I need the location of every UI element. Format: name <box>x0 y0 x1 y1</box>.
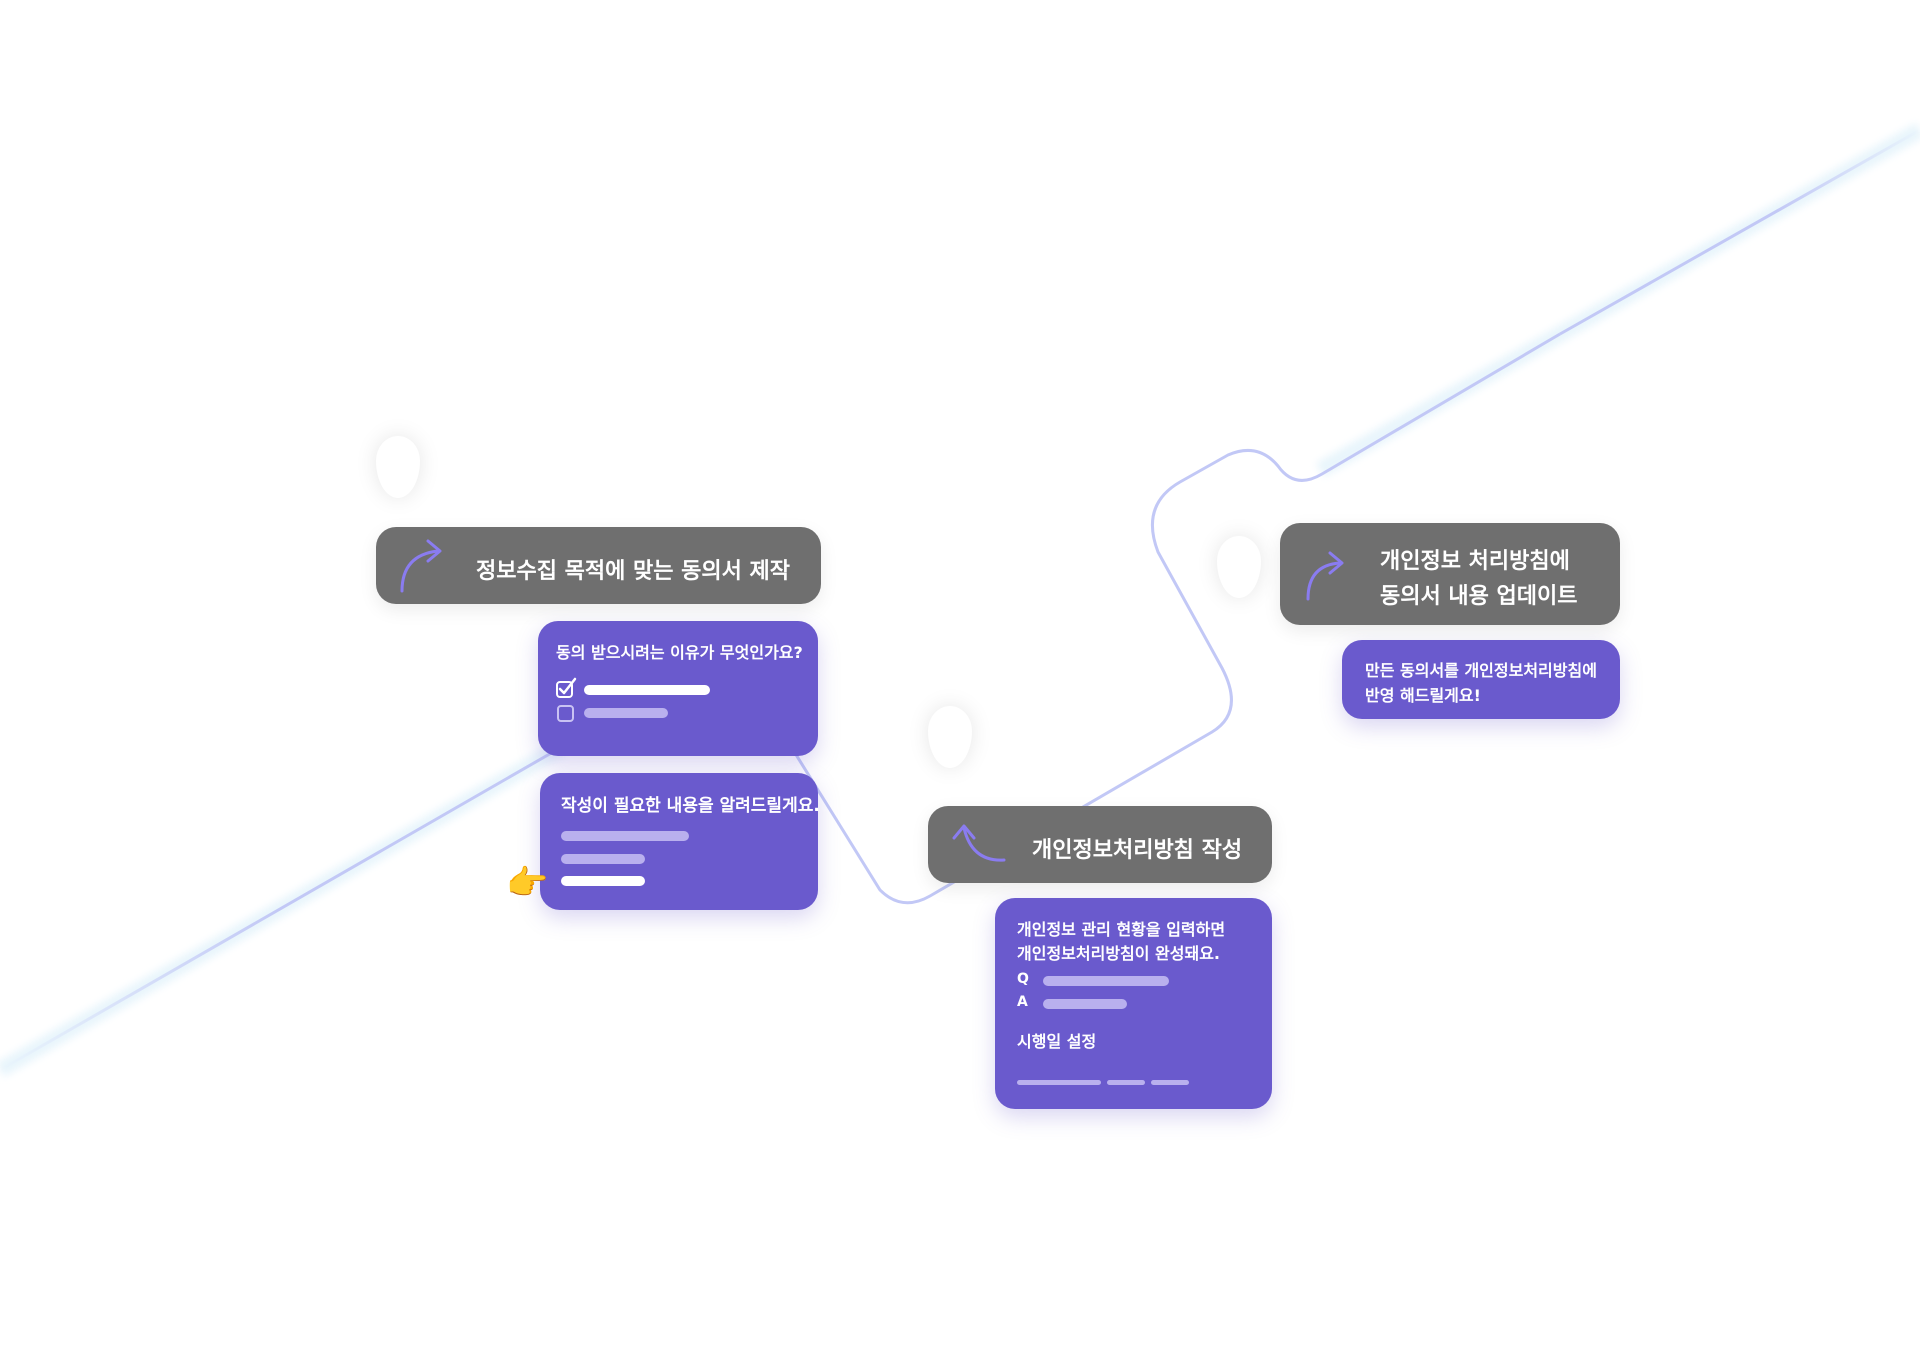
policy-card-line1: 개인정보 관리 현황을 입력하면 <box>1017 920 1226 939</box>
curved-arrow-icon <box>1306 551 1344 601</box>
consent-guide-card: 작성이 필요한 내용을 알려드릴게요. <box>540 773 820 910</box>
update-card-line2: 반영 해드릴게요! <box>1365 686 1481 705</box>
consent-question-card: 동의 받으시려는 이유가 무엇인가요? <box>538 621 818 756</box>
curved-arrow-icon <box>952 824 1006 862</box>
map-pin-marker <box>1217 536 1261 598</box>
step-update-title-line2: 동의서 내용 업데이트 <box>1380 584 1578 609</box>
question-bar <box>1043 976 1169 986</box>
content-bar <box>561 854 645 864</box>
consent-guide-text: 작성이 필요한 내용을 알려드릴게요. <box>561 796 820 816</box>
curved-arrow-icon <box>400 539 442 593</box>
consent-question-text: 동의 받으시려는 이유가 무엇인가요? <box>556 643 803 662</box>
date-bar <box>1017 1080 1101 1085</box>
map-pin-marker <box>928 706 972 768</box>
update-card-line1: 만든 동의서를 개인정보처리방침에 <box>1365 661 1597 680</box>
step-policy-title: 개인정보처리방침 작성 <box>1032 838 1243 863</box>
question-label: Q <box>1017 971 1029 987</box>
connector-line <box>788 332 1561 905</box>
content-bar-highlight <box>561 876 645 886</box>
checkbox-empty-icon <box>557 705 574 722</box>
map-pin-marker <box>376 436 420 498</box>
pointing-hand-icon: 👉 <box>506 863 549 903</box>
step-consent-title: 정보수집 목적에 맞는 동의서 제작 <box>476 559 790 584</box>
update-card: 만든 동의서를 개인정보처리방침에 반영 해드릴게요! <box>1342 640 1620 719</box>
date-bar <box>1107 1080 1145 1085</box>
policy-card-line2: 개인정보처리방침이 완성돼요. <box>1017 944 1221 963</box>
answer-label: A <box>1017 994 1028 1010</box>
step-policy-header: 개인정보처리방침 작성 <box>928 806 1272 883</box>
checkbox-checked-icon <box>556 677 577 698</box>
option-bar <box>584 708 668 718</box>
answer-bar <box>1043 999 1127 1009</box>
date-bar <box>1151 1080 1189 1085</box>
step-consent-header: 정보수집 목적에 맞는 동의서 제작 <box>376 527 821 604</box>
step-update-title-line1: 개인정보 처리방침에 <box>1380 549 1570 574</box>
effective-date-label: 시행일 설정 <box>1017 1032 1097 1051</box>
content-bar <box>561 831 689 841</box>
step-update-header: 개인정보 처리방침에 동의서 내용 업데이트 <box>1280 523 1620 625</box>
policy-input-card: 개인정보 관리 현황을 입력하면 개인정보처리방침이 완성돼요. Q A 시행일… <box>995 898 1272 1109</box>
option-bar-selected <box>584 685 710 695</box>
